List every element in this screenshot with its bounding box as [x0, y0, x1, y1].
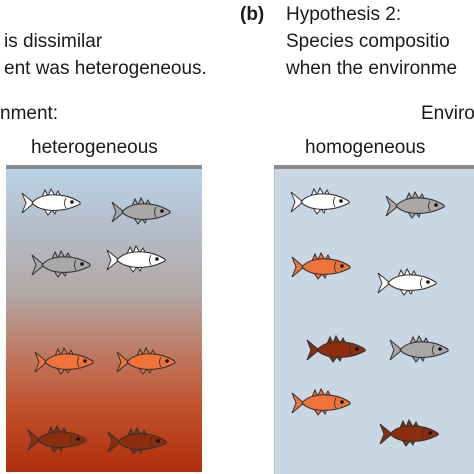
homogeneous-tank-fish-gray [385, 190, 445, 219]
panel-b-text-line-1: Species compositio [286, 31, 450, 52]
heterogeneous-tank-fish-white [106, 244, 166, 273]
heterogeneous-tank-fish-brown [107, 426, 167, 455]
homogeneous-tank-fish-orange [291, 251, 351, 280]
panel-b-text-line-2: when the environme [286, 58, 458, 79]
homogeneous-tank-fish-white [377, 267, 437, 296]
heterogeneous-tank-fish-white [21, 187, 81, 216]
homogeneous-tank [274, 167, 474, 474]
heterogeneous-water-surface [6, 165, 202, 169]
heterogeneous-tank-fish-orange [34, 346, 94, 375]
panel-a-text-line-2: ent was heterogeneous. [4, 58, 207, 79]
homogeneous-tank-fish-brown [306, 334, 366, 363]
homogeneous-tank-fish-orange [291, 387, 351, 416]
homogeneous-tank-fish-white [290, 186, 350, 215]
homogeneous-water-surface [274, 165, 474, 169]
heterogeneous-tank-fish-orange [116, 346, 176, 375]
panel-b-title: Hypothesis 2: [286, 4, 402, 25]
panel-b-letter: (b) [240, 4, 265, 25]
heterogeneous-tank-fish-brown [27, 424, 87, 453]
heterogeneous-tank [6, 167, 202, 472]
homogeneous-tank-fish-brown [379, 418, 439, 447]
heterogeneous-tank-fish-gray [111, 196, 171, 225]
panel-b-tank-label: homogeneous [305, 137, 426, 158]
panel-a-environment-label: nment: [0, 103, 59, 124]
homogeneous-tank-fish-gray [389, 334, 449, 363]
panel-a-tank-label: heterogeneous [31, 137, 158, 158]
panel-a-text-line-1: is dissimilar [4, 31, 103, 52]
heterogeneous-tank-fish-gray [31, 249, 91, 278]
panel-b-environment-label: Enviro [421, 103, 474, 124]
